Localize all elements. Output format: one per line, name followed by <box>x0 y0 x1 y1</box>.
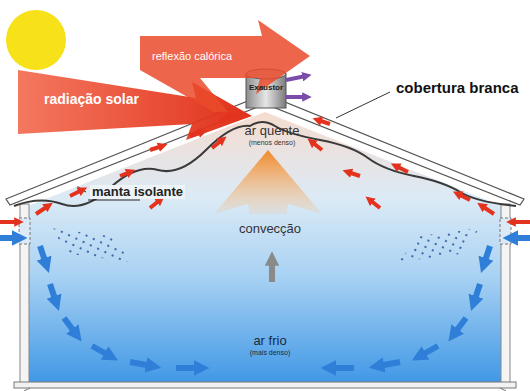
device-label: Exaustor <box>247 84 285 93</box>
air-jet-dots <box>50 228 132 262</box>
left-wall <box>20 204 29 384</box>
heat-arrows <box>0 116 530 222</box>
region-label: ar frio <box>251 334 288 348</box>
exhaust-arrow <box>286 76 306 80</box>
part-label: cobertura branca <box>394 80 521 97</box>
air-jet-dots <box>398 228 480 262</box>
right-wall <box>501 204 510 384</box>
process-label: convecção <box>237 222 303 236</box>
region-note: (mais denso) <box>248 349 292 357</box>
rising-arrow <box>269 260 275 282</box>
region-label: ar quente <box>243 124 302 138</box>
arrow-label: reflexão calórica <box>150 50 234 62</box>
exhaust-arrow <box>286 95 306 99</box>
right-opening <box>500 218 511 244</box>
floor <box>14 382 516 388</box>
insulation-blanket <box>14 122 516 206</box>
sun <box>6 10 66 70</box>
left-opening <box>19 218 30 244</box>
interior-air <box>28 112 502 384</box>
reflection-arrow <box>140 20 310 112</box>
cold-air-arrows <box>0 238 530 368</box>
convection-arrow <box>214 150 322 214</box>
region-note: (menos denso) <box>247 139 298 147</box>
arrow-label: radiação solar <box>42 92 141 107</box>
label-underline <box>88 200 140 201</box>
part-label: manta isolante <box>90 185 185 199</box>
leader-line <box>336 92 390 118</box>
